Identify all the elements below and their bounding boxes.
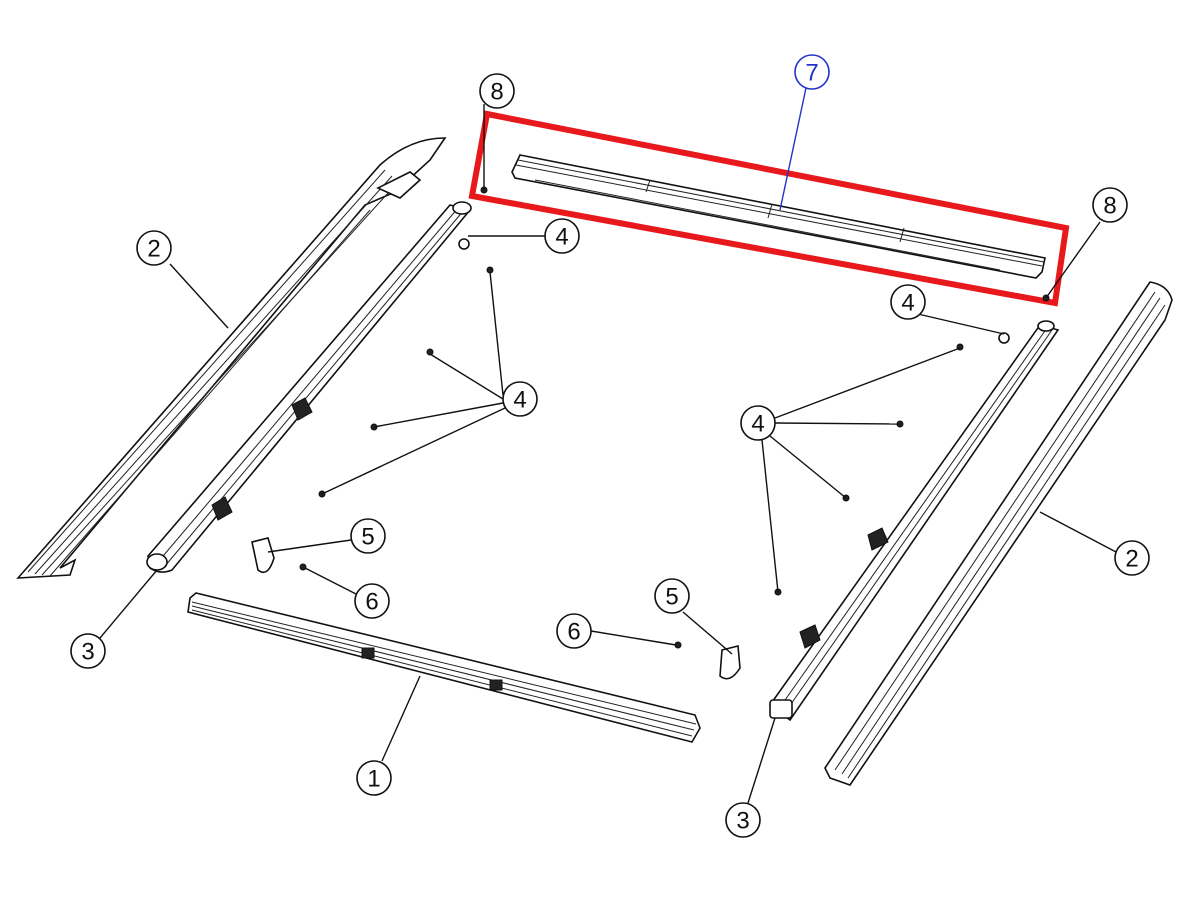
callout-5-right[interactable]: 5: [654, 578, 690, 614]
part-2-right-side-trim: [824, 281, 1173, 786]
svg-text:3: 3: [81, 639, 94, 666]
svg-text:2: 2: [1125, 546, 1138, 573]
leader-lines: [99, 87, 1117, 804]
svg-text:2: 2: [147, 236, 160, 263]
part-1-front-rail: [187, 592, 701, 743]
callout-5-left[interactable]: 5: [350, 518, 386, 554]
clips-and-screws: [251, 537, 741, 680]
svg-text:4: 4: [901, 290, 914, 317]
part-7-rear-header-rail: [511, 154, 1046, 279]
svg-text:6: 6: [365, 589, 378, 616]
svg-text:4: 4: [513, 387, 526, 414]
svg-text:8: 8: [1103, 193, 1116, 220]
callout-6-left[interactable]: 6: [354, 583, 390, 619]
callout-3-left[interactable]: 3: [70, 633, 106, 669]
callout-8-right[interactable]: 8: [1092, 187, 1128, 223]
svg-text:4: 4: [751, 411, 764, 438]
svg-text:7: 7: [805, 60, 818, 87]
callout-1[interactable]: 1: [356, 760, 392, 796]
callout-2-right[interactable]: 2: [1114, 540, 1150, 576]
svg-text:8: 8: [490, 79, 503, 106]
highlight-box: [468, 110, 1070, 307]
callout-8-left[interactable]: 8: [479, 73, 515, 109]
part-3-left-side-rail: [146, 201, 472, 573]
callout-4-left-group[interactable]: 4: [502, 381, 538, 417]
part-2-left-side-trim: [16, 137, 447, 579]
callout-4-top-left[interactable]: 4: [544, 218, 580, 254]
svg-text:1: 1: [367, 766, 380, 793]
callout-3-right[interactable]: 3: [725, 802, 761, 838]
callout-4-right-group[interactable]: 4: [740, 405, 776, 441]
svg-text:6: 6: [567, 619, 580, 646]
callout-6-right[interactable]: 6: [556, 613, 592, 649]
callout-4-top-right[interactable]: 4: [890, 284, 926, 320]
svg-text:3: 3: [736, 808, 749, 835]
part-3-right-side-rail: [768, 320, 1060, 722]
callout-2-left[interactable]: 2: [136, 230, 172, 266]
callout-7[interactable]: 7: [794, 54, 830, 90]
svg-text:5: 5: [665, 584, 678, 611]
svg-text:4: 4: [555, 224, 568, 251]
svg-text:5: 5: [361, 524, 374, 551]
